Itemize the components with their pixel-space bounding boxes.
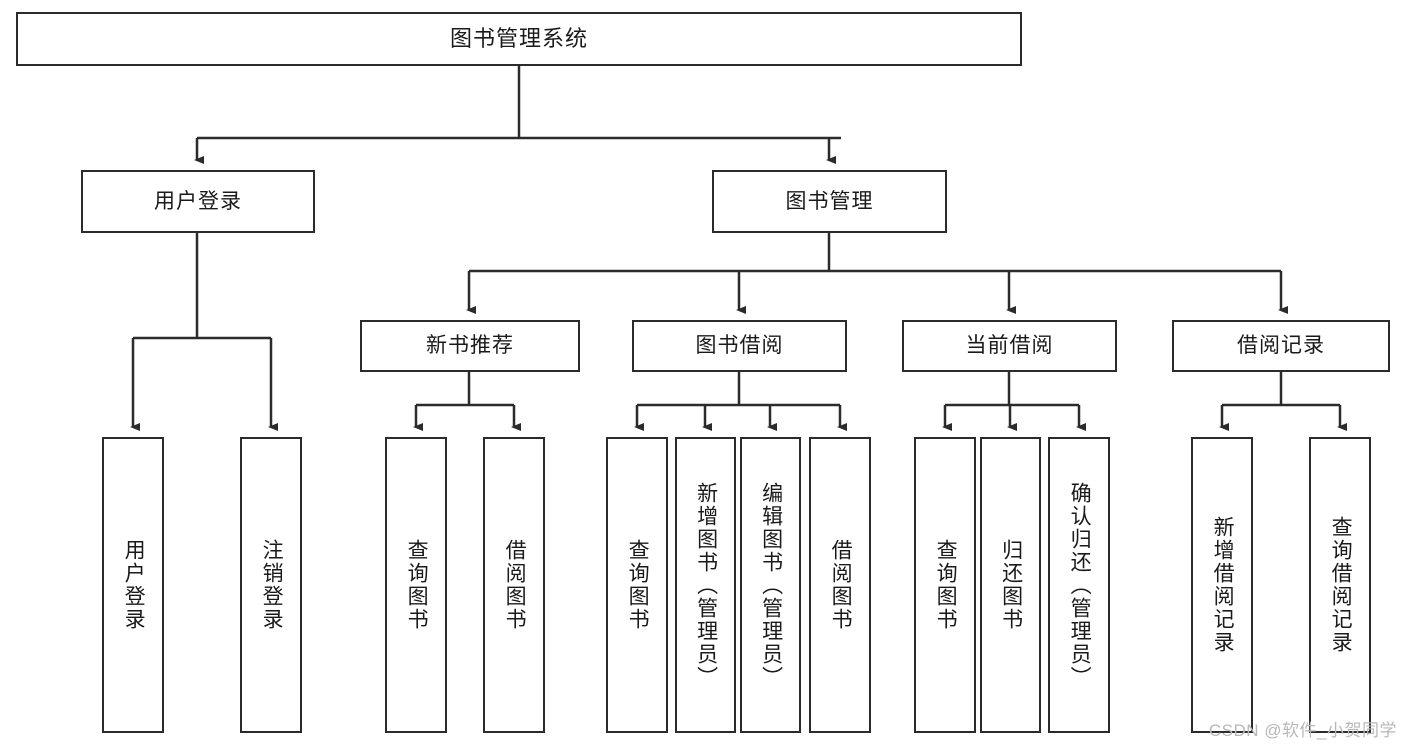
edge-root-to-level2 <box>194 66 841 164</box>
node-label: 图书管理系统 <box>449 25 588 51</box>
node-label: 借阅记录 <box>1237 334 1325 358</box>
edge-currentborrow-to-leaves <box>942 372 1086 431</box>
node-label: 查询图书 <box>626 539 650 631</box>
node-label: 查询图书 <box>934 539 958 631</box>
node-label: 查询图书 <box>405 539 429 631</box>
node-label: 图书借阅 <box>695 334 784 358</box>
node-label: 注销登录 <box>260 539 284 631</box>
leaf-borrow-book-1[interactable]: 借阅图书 <box>483 437 545 733</box>
leaf-edit-book-admin[interactable]: 编辑图书（管理员） <box>740 437 801 733</box>
leaf-query-borrow-record[interactable]: 查询借阅记录 <box>1309 437 1371 733</box>
node-label: 新书推荐 <box>426 334 514 358</box>
node-label: 新增图书（管理员） <box>694 481 718 689</box>
node-label: 借阅图书 <box>503 539 527 631</box>
node-book-manage[interactable]: 图书管理 <box>712 170 947 233</box>
node-label: 用户登录 <box>154 189 242 213</box>
leaf-query-book-2[interactable]: 查询图书 <box>606 437 668 733</box>
leaf-query-book-1[interactable]: 查询图书 <box>385 437 447 733</box>
node-label: 图书管理 <box>785 189 874 213</box>
node-label: 新增借阅记录 <box>1211 516 1235 654</box>
leaf-add-borrow-record[interactable]: 新增借阅记录 <box>1191 437 1253 733</box>
edge-bookmanage-to-level3 <box>466 233 1288 314</box>
edge-bookborrow-to-leaves <box>634 372 847 431</box>
edge-newbook-to-leaves <box>413 372 521 431</box>
leaf-confirm-return-admin[interactable]: 确认归还（管理员） <box>1048 437 1110 733</box>
edge-userlogin-to-leaves <box>130 233 278 431</box>
node-root-system[interactable]: 图书管理系统 <box>16 12 1022 66</box>
leaf-user-logout[interactable]: 注销登录 <box>240 437 302 733</box>
node-user-login[interactable]: 用户登录 <box>81 170 315 233</box>
node-label: 当前借阅 <box>965 334 1054 358</box>
leaf-borrow-book-2[interactable]: 借阅图书 <box>809 437 871 733</box>
node-label: 编辑图书（管理员） <box>759 481 783 689</box>
leaf-return-book[interactable]: 归还图书 <box>980 437 1041 733</box>
node-label: 查询借阅记录 <box>1329 516 1353 654</box>
node-label: 用户登录 <box>122 539 146 631</box>
node-label: 借阅图书 <box>829 539 853 631</box>
node-current-borrow[interactable]: 当前借阅 <box>902 320 1117 372</box>
node-book-borrow[interactable]: 图书借阅 <box>632 320 847 372</box>
edge-borrowrecord-to-leaves <box>1219 372 1347 431</box>
leaf-query-book-3[interactable]: 查询图书 <box>914 437 976 733</box>
node-label: 确认归还（管理员） <box>1068 481 1092 689</box>
node-new-book-recommend[interactable]: 新书推荐 <box>360 320 580 372</box>
watermark-text: CSDN @软件_小贺同学 <box>1208 721 1397 740</box>
leaf-user-login[interactable]: 用户登录 <box>102 437 164 733</box>
node-borrow-record[interactable]: 借阅记录 <box>1172 320 1390 372</box>
leaf-add-book-admin[interactable]: 新增图书（管理员） <box>675 437 736 733</box>
node-label: 归还图书 <box>999 539 1023 631</box>
